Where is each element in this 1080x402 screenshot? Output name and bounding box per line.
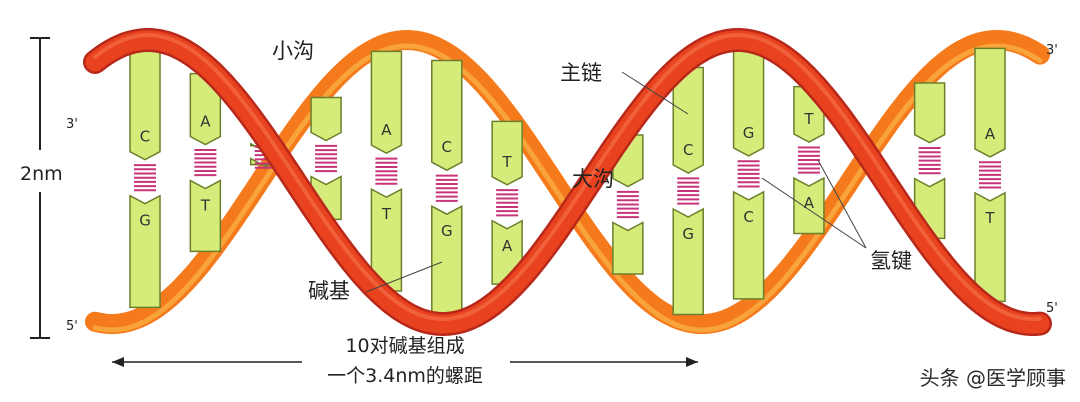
annotations: 2nm 3' 5' 3' 5' 小沟 大沟 主链 氢键 碱基 10对碱基组成 一…	[20, 37, 1058, 387]
major-groove-label: 大沟	[572, 167, 614, 191]
base-letter-top: C	[140, 128, 150, 146]
base-letter-top: T	[803, 110, 814, 128]
base-letter-top: T	[502, 153, 513, 171]
minor-groove-label: 小沟	[272, 39, 314, 63]
base-pair: CG	[431, 59, 463, 317]
base-letter-bottom: A	[804, 194, 815, 212]
upper-base	[370, 50, 403, 155]
upper-base	[974, 47, 1006, 158]
base-pair: TA	[491, 120, 523, 285]
lower-base	[612, 221, 644, 275]
hbond-leader-1	[761, 177, 867, 249]
upper-base	[310, 96, 342, 142]
upper-base	[913, 82, 946, 144]
red-backbone-strand	[85, 30, 1050, 334]
base-pair	[310, 96, 342, 221]
width-label: 2nm	[20, 163, 63, 185]
upper-base	[491, 120, 523, 186]
base-pair: AT	[189, 72, 222, 253]
base-letter-bottom: T	[984, 209, 995, 227]
right-bottom-end-label: 5'	[1046, 301, 1058, 316]
base-leader	[365, 261, 443, 293]
watermark: 头条 @医学顾事	[919, 366, 1066, 390]
hydrogen-bond-label: 氢键	[870, 249, 912, 273]
base-letter-top: C	[683, 141, 693, 159]
base-pair: AT	[974, 47, 1006, 303]
lower-base	[129, 194, 161, 309]
lower-base	[793, 176, 825, 235]
base-pair: CG	[672, 66, 704, 316]
left-top-end-label: 3'	[66, 117, 78, 132]
pitch-arrow-right-head	[686, 357, 698, 367]
base-letter-bottom: T	[200, 197, 211, 215]
upper-base	[672, 66, 704, 174]
hbond-leader-2	[817, 159, 867, 249]
base-letter-top: A	[985, 125, 996, 143]
left-bottom-end-label: 5'	[66, 319, 78, 334]
base-letter-bottom: G	[682, 225, 694, 243]
base-letter-bottom: C	[743, 208, 753, 226]
base-letter-top: C	[442, 138, 452, 156]
front-strand	[83, 28, 1052, 337]
base-letter-bottom: G	[139, 212, 151, 230]
upper-base	[431, 59, 463, 172]
base-pair: AT	[370, 50, 403, 292]
pitch-arrow-left-head	[112, 357, 124, 367]
base-letter-bottom: A	[502, 237, 513, 255]
base-letter-top: A	[381, 121, 392, 139]
right-top-end-label: 3'	[1046, 43, 1058, 58]
base-pair: GC	[732, 48, 765, 300]
pitch-label-line1: 10对碱基组成	[345, 335, 464, 357]
lower-base	[732, 190, 765, 300]
lower-base	[431, 204, 463, 317]
backbone-label: 主链	[560, 61, 602, 85]
base-letter-bottom: G	[441, 222, 453, 240]
base-letter-top: G	[743, 124, 755, 142]
backbone-leader	[621, 71, 689, 115]
lower-base	[672, 207, 704, 316]
base-pair: CG	[129, 47, 161, 309]
pitch-label-line2: 一个3.4nm的螺距	[327, 365, 483, 387]
lower-base	[189, 179, 222, 253]
base-letter-bottom: T	[381, 205, 392, 223]
red-backbone-highlight	[93, 33, 1042, 322]
base-label: 碱基	[308, 279, 350, 303]
base-letter-top: A	[200, 113, 211, 131]
